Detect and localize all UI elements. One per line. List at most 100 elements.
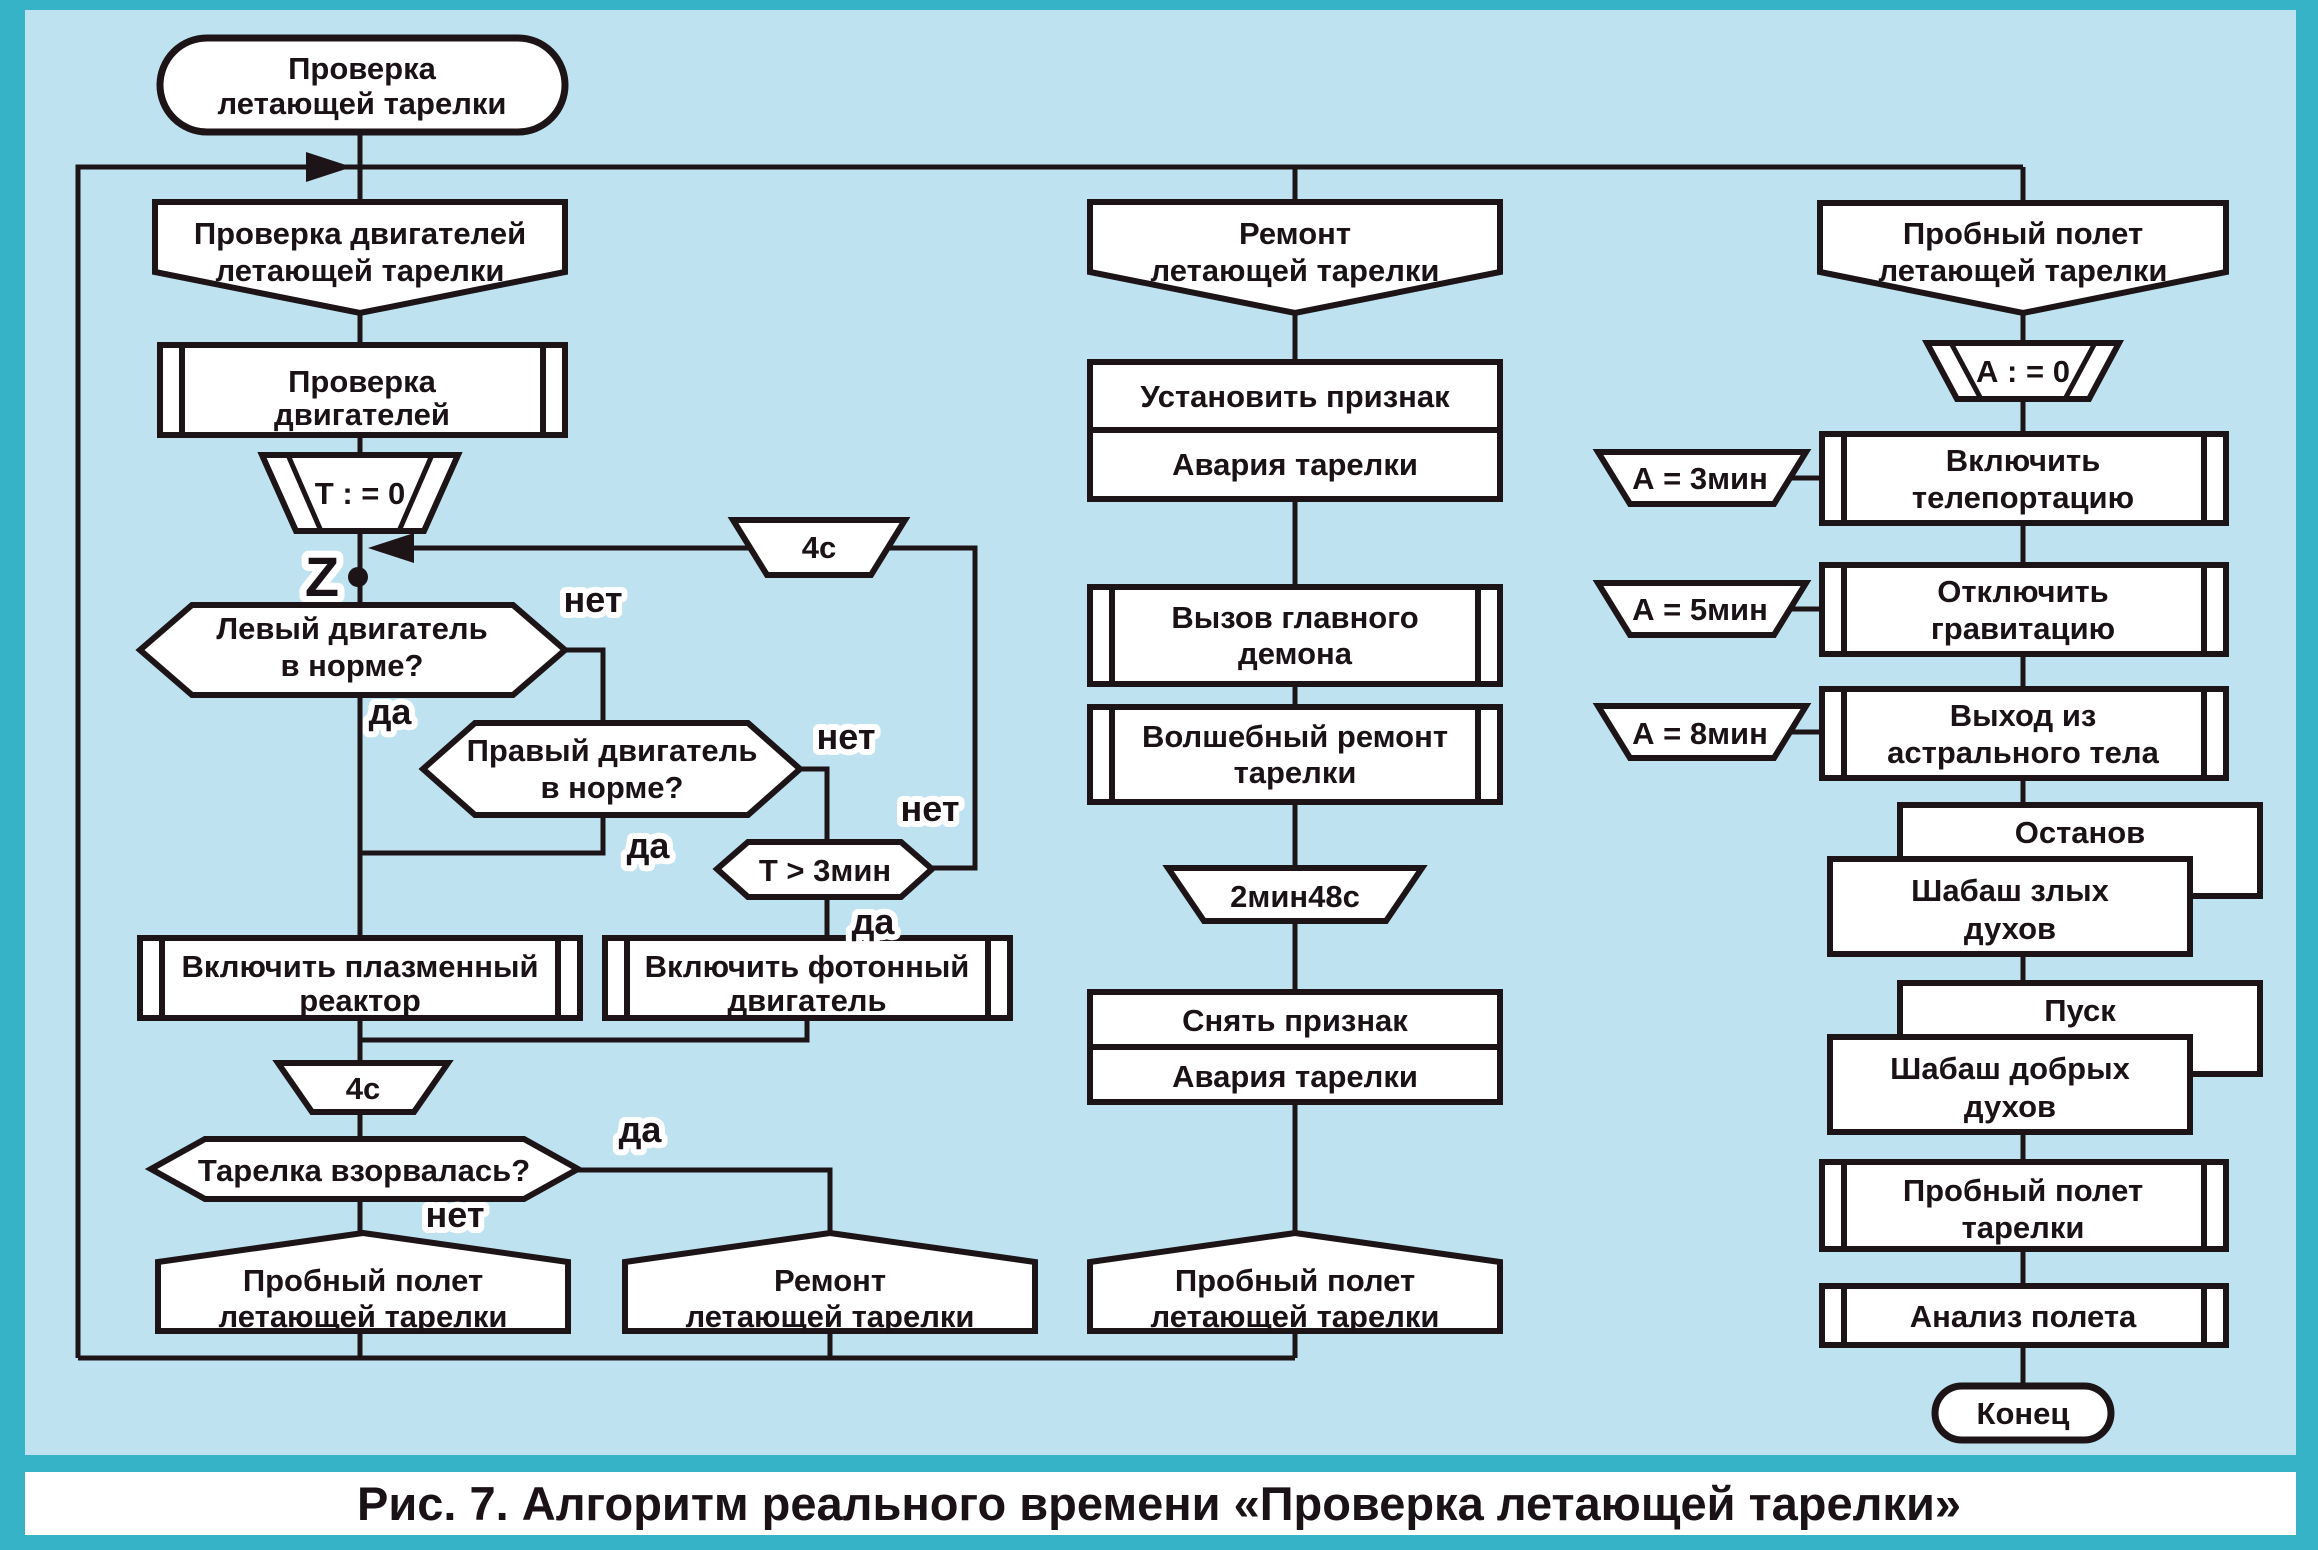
node-text: А = 3мин [1632, 461, 1768, 496]
node-test-flight-loopend-middle: Пробный полет летающей тарелки [1087, 1229, 1503, 1334]
node-text: Отключить [1937, 574, 2108, 609]
node-gravity-off: Отключить гравитацию [1819, 562, 2229, 657]
yes-label-h1: да [369, 691, 413, 732]
node-stop-evil-spirits-pair: Останов Шабаш злых духов [1827, 802, 2263, 957]
node-text: телепортацию [1912, 480, 2134, 515]
node-flight-analysis: Анализ полета [1819, 1283, 2229, 1348]
node-text: Снять признак [1182, 1003, 1408, 1038]
no-label-h3: нет [901, 788, 960, 829]
node-delay-4s-top: 4с [727, 517, 911, 578]
node-text: летающей тарелки [216, 253, 505, 288]
node-text: летающей тарелки [218, 86, 507, 121]
no-label-h2: нет [817, 716, 876, 757]
node-plasma-reactor: Включить плазменный реактор [137, 935, 583, 1021]
no-label-h4: нет [426, 1194, 485, 1235]
node-set-crash-flag: Установить признак Авария тарелки [1087, 359, 1503, 502]
node-text: Пуск [2044, 993, 2116, 1028]
node-text: А : = 0 [1976, 354, 2070, 389]
node-delay-4s-bottom: 4с [272, 1060, 454, 1115]
node-text: летающей тарелки [1151, 1299, 1440, 1334]
node-text: Выход из [1950, 698, 2097, 733]
node-left-engine-decision: Левый двигатель в норме? [135, 602, 570, 698]
node-text: в норме? [281, 648, 424, 683]
node-text: Конец [1977, 1396, 2070, 1431]
node-text: тарелки [1962, 1210, 2085, 1245]
node-text: 4с [802, 530, 836, 565]
node-teleport-on: Включить телепортацию [1819, 431, 2229, 526]
node-text: Ремонт [774, 1263, 886, 1298]
node-summon-chief-demon: Вызов главного демона [1087, 584, 1503, 687]
node-right-engine-decision: Правый двигатель в норме? [418, 720, 805, 818]
z-junction-dot [348, 567, 368, 587]
node-text: Волшебный ремонт [1142, 719, 1448, 754]
figure-caption: Рис. 7. Алгоритм реального времени «Пров… [357, 1477, 1961, 1530]
node-text: Включить фотонный [645, 949, 970, 984]
caption-band [25, 1472, 2296, 1535]
node-text: Пробный полет [1903, 216, 2143, 251]
node-text: Левый двигатель [216, 611, 487, 646]
branch-labels: нет да нет да нет да да нет [363, 573, 966, 1241]
node-repair-call: Ремонт летающей тарелки [1087, 199, 1503, 317]
node-text: Пробный полет [1903, 1173, 2143, 1208]
node-text: духов [1964, 1089, 2056, 1124]
node-text: А = 8мин [1632, 716, 1768, 751]
arrowhead-into-left-column [306, 152, 352, 182]
node-text: двигатель [727, 983, 886, 1018]
node-test-flight-loopend-left: Пробный полет летающей тарелки [155, 1229, 571, 1334]
node-text: реактор [299, 983, 421, 1018]
node-saucer-test-flight: Пробный полет тарелки [1819, 1159, 2229, 1252]
node-text: летающей тарелки [219, 1299, 508, 1334]
node-text: тарелки [1234, 755, 1357, 790]
node-text: Т : = 0 [315, 476, 405, 511]
node-timer-gt-3min-decision: Т > 3мин [712, 839, 937, 900]
node-text: Т > 3мин [759, 853, 891, 888]
node-text: Ремонт [1239, 216, 1351, 251]
node-text: Проверка [288, 364, 436, 399]
node-text: А = 5мин [1632, 592, 1768, 627]
node-text: Установить признак [1140, 379, 1450, 414]
arrowhead-into-z [368, 533, 414, 563]
node-text: Шабаш добрых [1890, 1051, 2130, 1086]
node-astral-exit: Выход из астрального тела [1819, 686, 2229, 781]
node-a-reset: А : = 0 [1921, 340, 2125, 402]
main-bus-line [75, 164, 2023, 1358]
node-text: демона [1238, 636, 1353, 671]
node-text: Шабаш злых [1911, 873, 2109, 908]
yes-label-h2: да [627, 825, 671, 866]
connectors [75, 132, 2026, 1386]
node-test-flight-call: Пробный полет летающей тарелки [1817, 200, 2229, 317]
node-text: Анализ полета [1910, 1299, 2137, 1334]
node-text: Вызов главного [1171, 600, 1418, 635]
node-text: Тарелка взорвалась? [198, 1153, 530, 1188]
node-a8min-interrupt: А = 8мин [1592, 703, 1812, 761]
node-text: 4с [346, 1071, 380, 1106]
node-clear-crash-flag: Снять признак Авария тарелки [1087, 989, 1503, 1105]
node-text: Пробный полет [1175, 1263, 1415, 1298]
node-start-terminator: Проверка летающей тарелки [156, 34, 569, 136]
node-text: летающей тарелки [1151, 253, 1440, 288]
node-timer-reset: Т : = 0 [257, 452, 463, 534]
z-connector-label: Z [305, 545, 339, 608]
node-text: двигателей [274, 397, 450, 432]
node-end-terminator: Конец [1931, 1382, 2115, 1444]
no-label-h1: нет [564, 579, 623, 620]
node-text: Пробный полет [243, 1263, 483, 1298]
node-repair-loopend-left: Ремонт летающей тарелки [622, 1229, 1038, 1334]
node-text: Останов [2015, 815, 2146, 850]
node-text: Включить плазменный [182, 949, 539, 984]
node-check-engines-call: Проверка двигателей летающей тарелки [152, 199, 568, 317]
node-delay-2min48s: 2мин48с [1162, 865, 1428, 924]
node-text: Проверка двигателей [194, 216, 526, 251]
yes-label-h3: да [852, 901, 896, 942]
node-launch-good-spirits-pair: Пуск Шабаш добрых духов [1827, 980, 2263, 1135]
node-text: духов [1964, 911, 2056, 946]
node-a5min-interrupt: А = 5мин [1592, 580, 1812, 638]
node-text: астрального тела [1887, 735, 2159, 770]
node-magic-repair: Волшебный ремонт тарелки [1087, 704, 1503, 805]
node-text: Авария тарелки [1172, 447, 1418, 482]
node-text: Авария тарелки [1172, 1059, 1418, 1094]
node-text: Включить [1946, 443, 2101, 478]
node-text: Правый двигатель [467, 733, 758, 768]
node-text: летающей тарелки [686, 1299, 975, 1334]
